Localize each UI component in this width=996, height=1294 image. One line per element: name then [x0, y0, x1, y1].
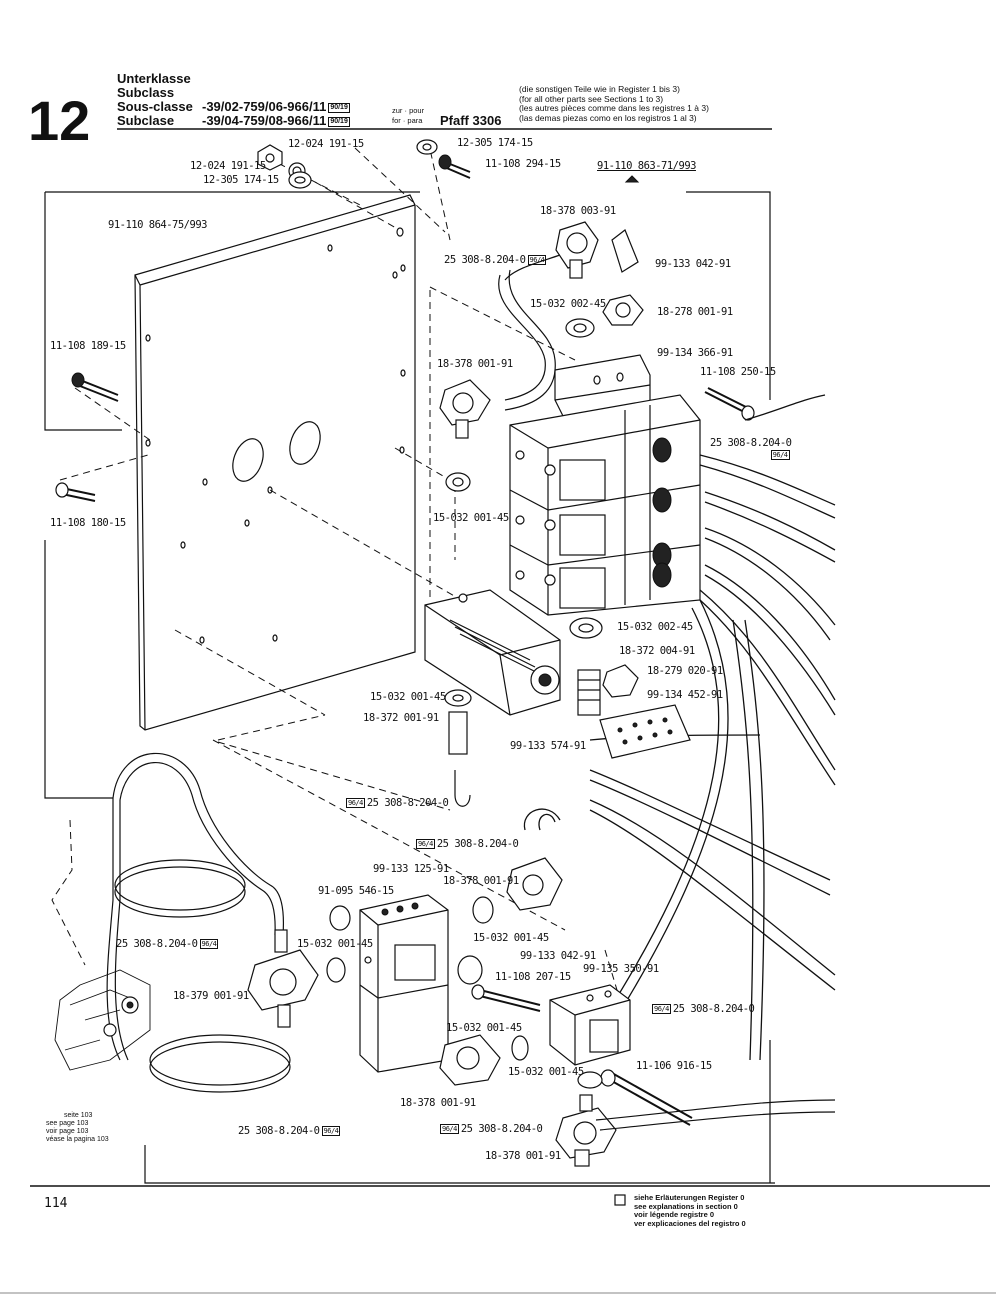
part-label: 11-108 207-15 [495, 971, 571, 983]
part-label: 99-133 574-91 [510, 740, 586, 752]
legend-line-de: siehe Erläuterungen Register 0 [634, 1193, 745, 1202]
header-note-fr: (les autres pièces comme dans les regist… [519, 103, 709, 113]
part-label: 18-379 001-91 [173, 990, 249, 1002]
legend-line-es: ver explicaciones del registro 0 [634, 1218, 746, 1228]
part-label: 12-024 191-15 [190, 160, 266, 172]
class-label-subclass: Subclass [117, 85, 175, 100]
code-tag-2: 90/19 [328, 116, 350, 127]
part-label: 18-378 003-91 [540, 205, 616, 217]
page-number: 114 [44, 1196, 68, 1211]
class-label-sous-classe: Sous-classe [117, 99, 193, 114]
page-reference-en: see page 103 [46, 1120, 89, 1127]
header-notes: (die sonstigen Teile wie in Register 1 b… [519, 84, 709, 123]
part-label: 99-134 452-91 [647, 689, 723, 701]
part-label: 11-108 180-15 [50, 517, 126, 529]
code-tag-1: 90/19 [328, 102, 350, 113]
for-label-2: for · para [392, 116, 423, 125]
part-label: 11-106 916-15 [636, 1060, 712, 1072]
part-label: 12-305 174-15 [203, 174, 279, 186]
footer-legend: siehe Erläuterungen Register 0 see expla… [634, 1193, 746, 1228]
part-label: 11-108 189-15 [50, 340, 126, 352]
legend-line-en: see explanations in section 0 [634, 1201, 738, 1211]
part-label: 15-032 001-45 [446, 1022, 522, 1034]
header-note-en: (for all other parts see Sections 1 to 3… [519, 93, 664, 104]
part-label: 11-108 250-15 [700, 366, 776, 378]
header-note-es: (las demas piezas como en los registros … [519, 112, 697, 123]
for-label-1: zur · pour [392, 106, 425, 115]
page-reference-de: seite 103 [64, 1112, 93, 1119]
class-labels: Unterklasse Subclass Sous-classe Subclas… [117, 72, 193, 128]
part-label: 91-110 864-75/993 [108, 219, 207, 231]
part-label: 15-032 001-45 [297, 938, 373, 950]
part-label: 15-032 002-45 [530, 298, 606, 310]
part-label: 99-134 366-91 [657, 347, 733, 359]
class-label-unterklasse: Unterklasse [117, 71, 191, 86]
part-label: 18-279 020-91 [647, 665, 723, 677]
part-label: 99-133 042-91 [655, 258, 731, 270]
header-note-de: (die sonstigen Teile wie in Register 1 b… [519, 84, 680, 94]
page-reference-fr: voir page 103 [46, 1128, 89, 1135]
part-label: 15-032 001-45 [473, 932, 549, 944]
legend-line-fr: voir légende registre 0 [634, 1210, 715, 1219]
class-code-1: -39/02-759/06-966/11 [202, 99, 327, 114]
section-number: 12 [28, 89, 91, 152]
part-label: 12-305 174-15 [457, 137, 533, 149]
part-label: 18-372 001-91 [363, 712, 439, 724]
part-label: 99-133 042-91 [520, 950, 596, 962]
part-label: 12-024 191-15 [288, 138, 364, 150]
page-reference-notes: seite 103 see page 103 voir page 103 véa… [46, 1112, 109, 1144]
class-code-2: -39/04-759/08-966/11 [202, 113, 327, 128]
part-label: 15-032 001-45 [508, 1066, 584, 1078]
page-reference-es: véase la pagina 103 [46, 1136, 109, 1143]
part-label: 91-110 863-71/993 [597, 160, 696, 172]
part-label: 99-135 350-91 [583, 963, 659, 975]
part-label: 15-032 002-45 [617, 621, 693, 633]
part-label: 18-372 004-91 [619, 645, 695, 657]
part-label: 18-278 001-91 [657, 306, 733, 318]
part-label: 18-378 001-91 [437, 358, 513, 370]
part-label: 91-095 546-15 [318, 885, 394, 897]
part-label: 11-108 294-15 [485, 158, 561, 170]
for-labels: zur · pour for · para [392, 106, 424, 126]
part-label: 18-378 001-91 [443, 875, 519, 887]
part-label: 99-133 125-91 [373, 863, 449, 875]
part-label: 15-032 001-45 [370, 691, 446, 703]
machine-name: Pfaff 3306 [440, 113, 502, 128]
part-label: 18-378 001-91 [485, 1150, 561, 1162]
part-label: 18-378 001-91 [400, 1097, 476, 1109]
part-label: 15-032 001-45 [433, 512, 509, 524]
class-label-subclase: Subclase [117, 113, 175, 128]
